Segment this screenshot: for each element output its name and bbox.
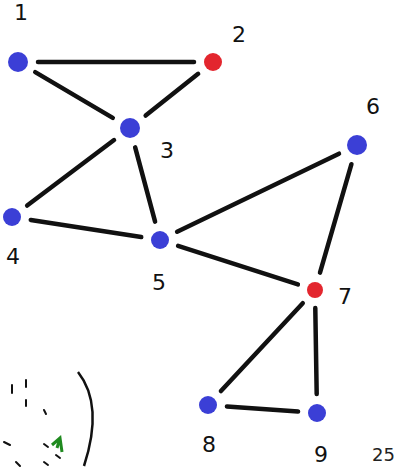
graph-vertex: 3 <box>120 118 140 138</box>
graph-edge <box>31 220 141 237</box>
graph-edge <box>178 246 298 285</box>
graph-vertex: 8 <box>199 396 217 414</box>
dash-marks <box>4 380 60 466</box>
graph-vertex: 1 <box>8 52 28 72</box>
green-mark <box>52 438 62 452</box>
vertex-number: 6 <box>366 96 380 118</box>
vertex-number: 2 <box>232 24 246 46</box>
vertex-number: 9 <box>314 444 328 466</box>
vertex-number: 4 <box>6 246 20 268</box>
graph-vertex: 2 <box>204 53 222 71</box>
graph-vertex: 7 <box>307 282 323 298</box>
graph-edge <box>320 164 351 273</box>
vertex-number: 5 <box>152 272 166 294</box>
graph-edge <box>221 303 303 391</box>
arc-stroke <box>78 372 93 466</box>
graph-edge <box>315 308 316 394</box>
graph-edge <box>135 147 155 221</box>
vertex-number: 8 <box>202 434 216 456</box>
graph-edge <box>146 74 198 116</box>
graph-edge <box>27 140 114 206</box>
vertex-number: 1 <box>14 2 28 24</box>
vertex-number: 7 <box>338 286 352 308</box>
graph-edge <box>35 72 113 118</box>
graph-edge <box>38 62 194 63</box>
graph-vertex: 9 <box>308 404 326 422</box>
graph-edge <box>177 154 339 232</box>
graph-edge <box>227 406 298 411</box>
graph-vertex: 5 <box>151 231 169 249</box>
graph-vertex: 4 <box>3 208 21 226</box>
graph-vertex: 6 <box>347 135 367 155</box>
page-number: 25 <box>372 446 395 464</box>
vertex-number: 3 <box>160 140 174 162</box>
